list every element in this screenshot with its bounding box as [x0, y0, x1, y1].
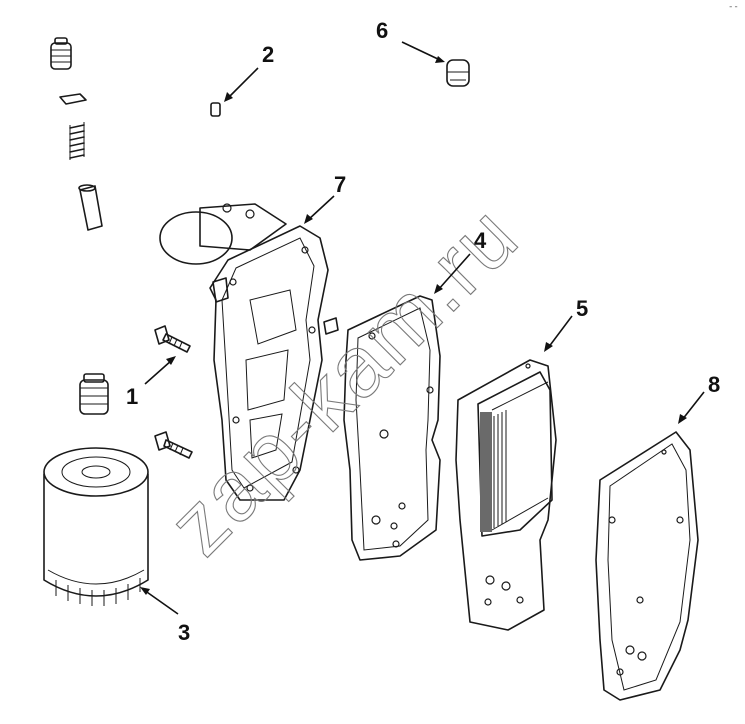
small-screw-part: [210, 102, 221, 117]
bolt-part-upper: [154, 325, 191, 353]
oil-filter-part: [43, 447, 149, 606]
cover-gasket: [595, 431, 699, 701]
housing-gasket: [343, 295, 441, 561]
callout-5: 5: [576, 296, 588, 321]
bolt-part-lower: [154, 431, 193, 459]
corner-mark: --: [728, 2, 739, 12]
callout-4: 4: [474, 228, 487, 253]
callout-6: 6: [376, 18, 388, 43]
callout-2: 2: [262, 42, 274, 67]
callout-1: 1: [126, 384, 138, 409]
valve-part: [78, 184, 103, 231]
leader-lines: [140, 41, 705, 615]
callout-8: 8: [708, 372, 720, 397]
washer-part: [59, 93, 87, 105]
spring-part: [69, 122, 85, 160]
cooler-core-part: [455, 359, 557, 631]
plug-part: [50, 37, 72, 70]
oil-cooler-housing: [159, 203, 339, 501]
threaded-fitting-part: [79, 373, 109, 415]
callout-7: 7: [334, 172, 346, 197]
cap-part: [446, 59, 470, 87]
callout-3: 3: [178, 620, 190, 645]
